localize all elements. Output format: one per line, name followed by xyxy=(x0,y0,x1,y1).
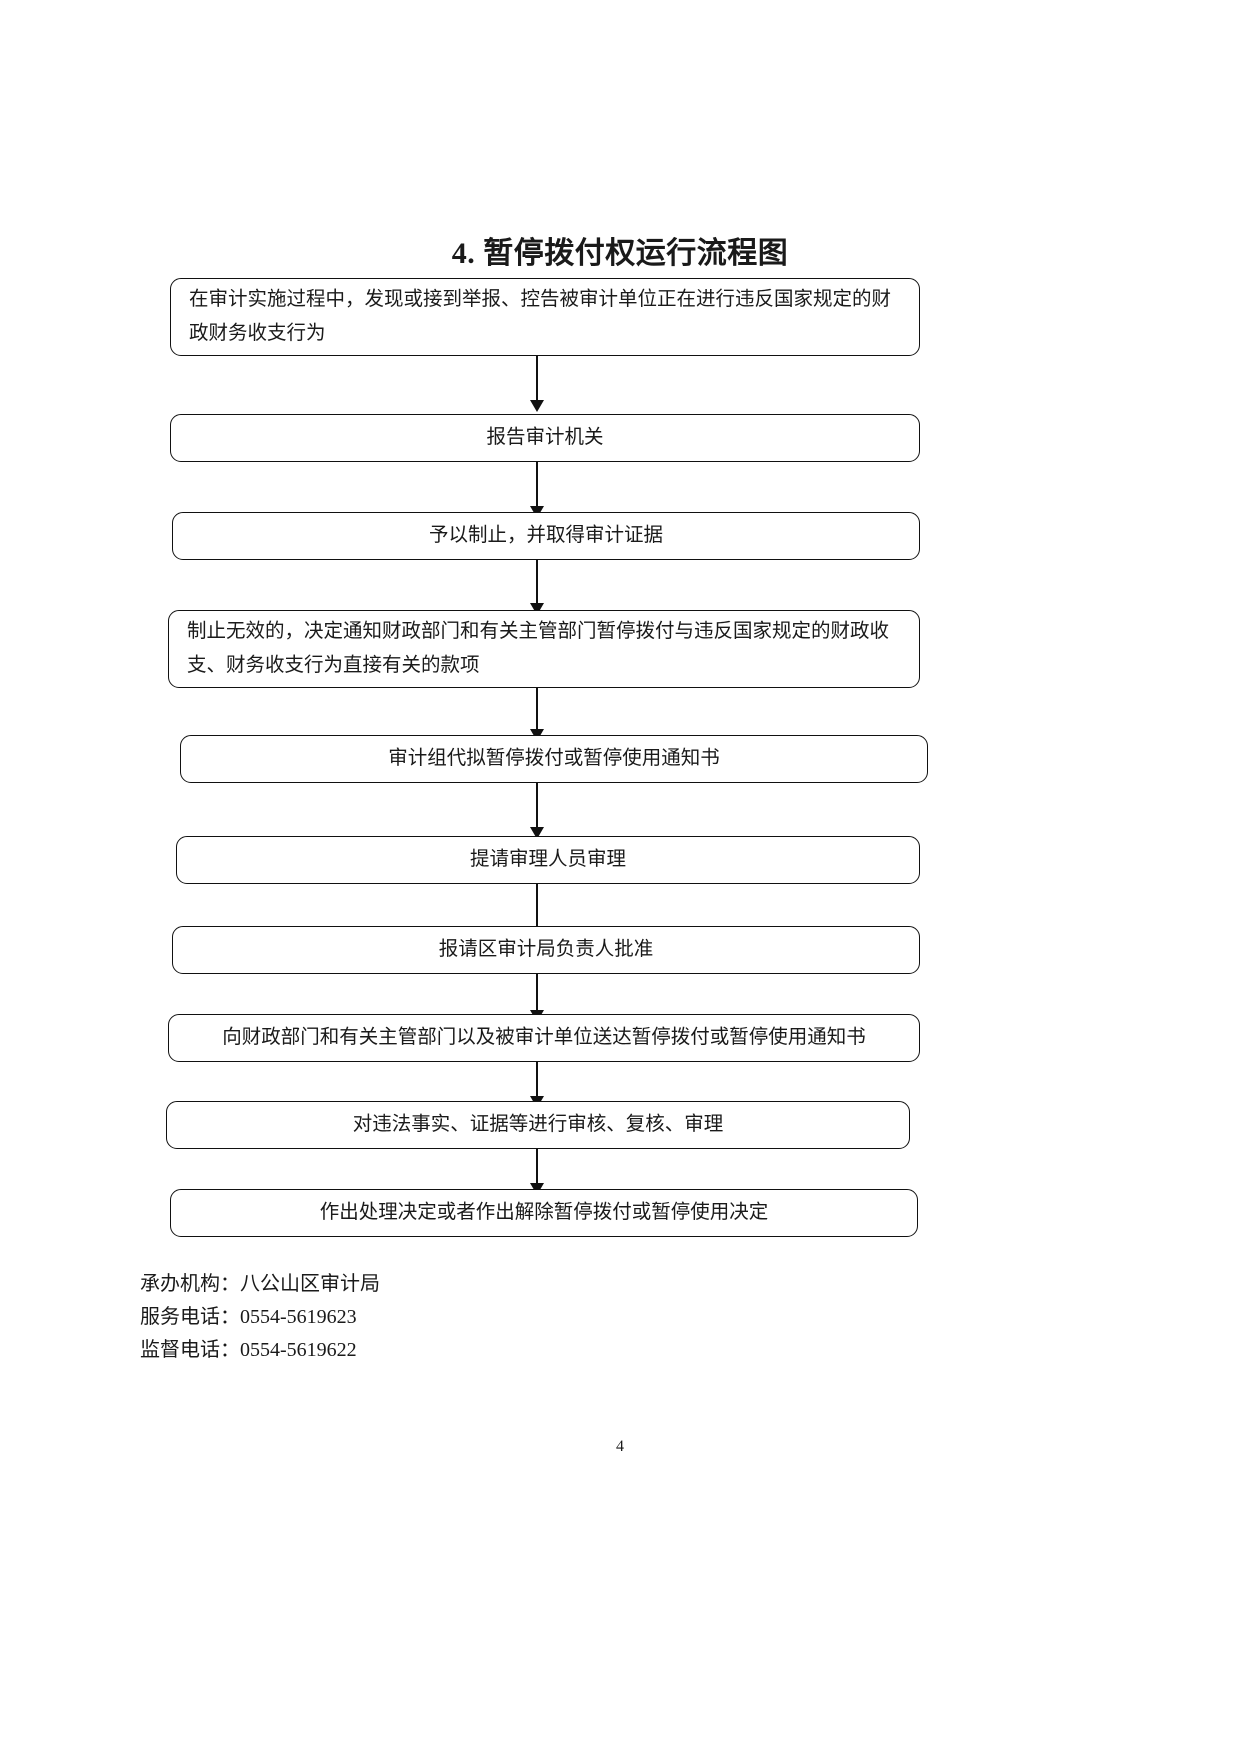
flow-node-2-label: 报告审计机关 xyxy=(486,427,604,448)
connector-6-7 xyxy=(536,884,538,930)
flow-node-6: 提请审理人员审理 xyxy=(176,836,920,884)
flow-node-3: 予以制止，并取得审计证据 xyxy=(172,512,920,560)
flow-node-9: 对违法事实、证据等进行审核、复核、审理 xyxy=(166,1101,910,1149)
connector-1-2 xyxy=(536,356,538,404)
flow-node-7: 报请区审计局负责人批准 xyxy=(172,926,920,974)
footer-service-phone: 服务电话：0554-5619623 xyxy=(140,1306,357,1328)
footer-supervision-phone: 监督电话：0554-5619622 xyxy=(140,1339,357,1361)
arrowhead-1-2 xyxy=(530,400,544,412)
footer-organization: 承办机构：八公山区审计局 xyxy=(140,1273,380,1295)
flow-node-5: 审计组代拟暂停拨付或暂停使用通知书 xyxy=(180,735,928,783)
flow-node-10-label: 作出处理决定或者作出解除暂停拨付或暂停使用决定 xyxy=(319,1202,769,1223)
flow-node-3-label: 予以制止，并取得审计证据 xyxy=(428,525,663,546)
connector-4-5 xyxy=(536,688,538,733)
connector-7-8 xyxy=(536,974,538,1014)
connector-2-3 xyxy=(536,462,538,510)
footer-contact-block: 承办机构：八公山区审计局 服务电话：0554-5619623 监督电话：0554… xyxy=(140,1268,380,1367)
flow-node-4-label: 制止无效的，决定通知财政部门和有关主管部门暂停拨付与违反国家规定的财政收 支、财… xyxy=(187,621,890,676)
flow-node-9-label: 对违法事实、证据等进行审核、复核、审理 xyxy=(352,1114,724,1135)
connector-8-9 xyxy=(536,1062,538,1100)
flow-node-8-label: 向财政部门和有关主管部门以及被审计单位送达暂停拨付或暂停使用通知书 xyxy=(222,1027,866,1048)
flow-node-1: 在审计实施过程中，发现或接到举报、控告被审计单位正在进行违反国家规定的财 政财务… xyxy=(170,278,920,356)
page-title: 4. 暂停拨付权运行流程图 xyxy=(451,237,789,270)
flow-node-1-label: 在审计实施过程中，发现或接到举报、控告被审计单位正在进行违反国家规定的财 政财务… xyxy=(189,289,892,344)
flow-node-4: 制止无效的，决定通知财政部门和有关主管部门暂停拨付与违反国家规定的财政收 支、财… xyxy=(168,610,920,688)
flow-node-6-label: 提请审理人员审理 xyxy=(469,849,626,870)
flow-node-10: 作出处理决定或者作出解除暂停拨付或暂停使用决定 xyxy=(170,1189,918,1237)
connector-5-6 xyxy=(536,783,538,831)
flow-node-7-label: 报请区审计局负责人批准 xyxy=(438,939,654,960)
connector-3-4 xyxy=(536,560,538,607)
flow-node-8: 向财政部门和有关主管部门以及被审计单位送达暂停拨付或暂停使用通知书 xyxy=(168,1014,920,1062)
page-number: 4 xyxy=(616,1438,624,1455)
connector-9-10 xyxy=(536,1149,538,1187)
flow-node-5-label: 审计组代拟暂停拨付或暂停使用通知书 xyxy=(388,748,720,769)
flow-node-2: 报告审计机关 xyxy=(170,414,920,462)
